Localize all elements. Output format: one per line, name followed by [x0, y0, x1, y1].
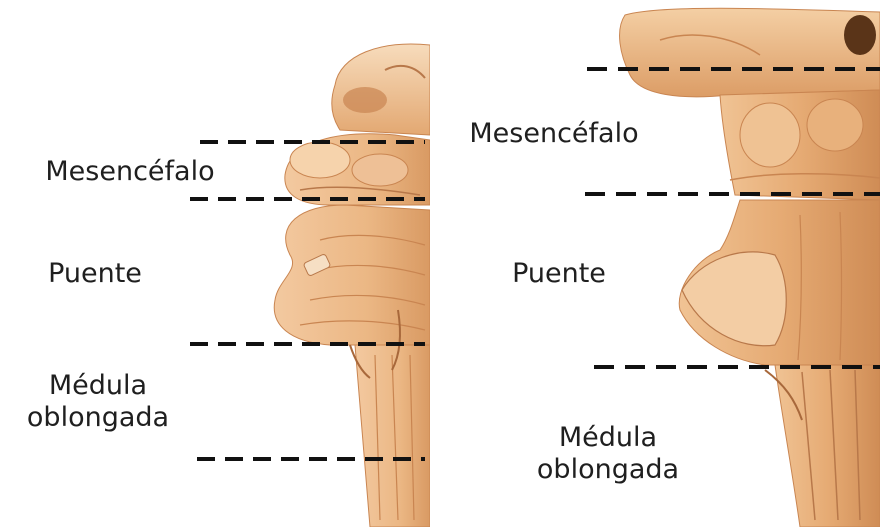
pons-shape — [274, 205, 430, 345]
left-label-medulla: Médula oblongada — [8, 370, 188, 434]
right-label-pons: Puente — [494, 258, 624, 290]
right-label-midbrain: Mesencéfalo — [444, 118, 664, 150]
diencephalon-shape-right — [620, 8, 880, 97]
medulla-shape-right — [775, 365, 880, 527]
diencephalon-shape — [332, 44, 430, 135]
left-label-pons: Puente — [30, 258, 160, 290]
left-label-midbrain: Mesencéfalo — [20, 156, 240, 188]
pineal-structure — [343, 87, 387, 113]
anterior-view-panel: Mesencéfalo Puente Médula oblongada — [430, 0, 880, 527]
lateral-view-panel: Mesencéfalo Puente Médula oblongada — [0, 0, 430, 527]
right-label-medulla: Médula oblongada — [518, 422, 698, 486]
